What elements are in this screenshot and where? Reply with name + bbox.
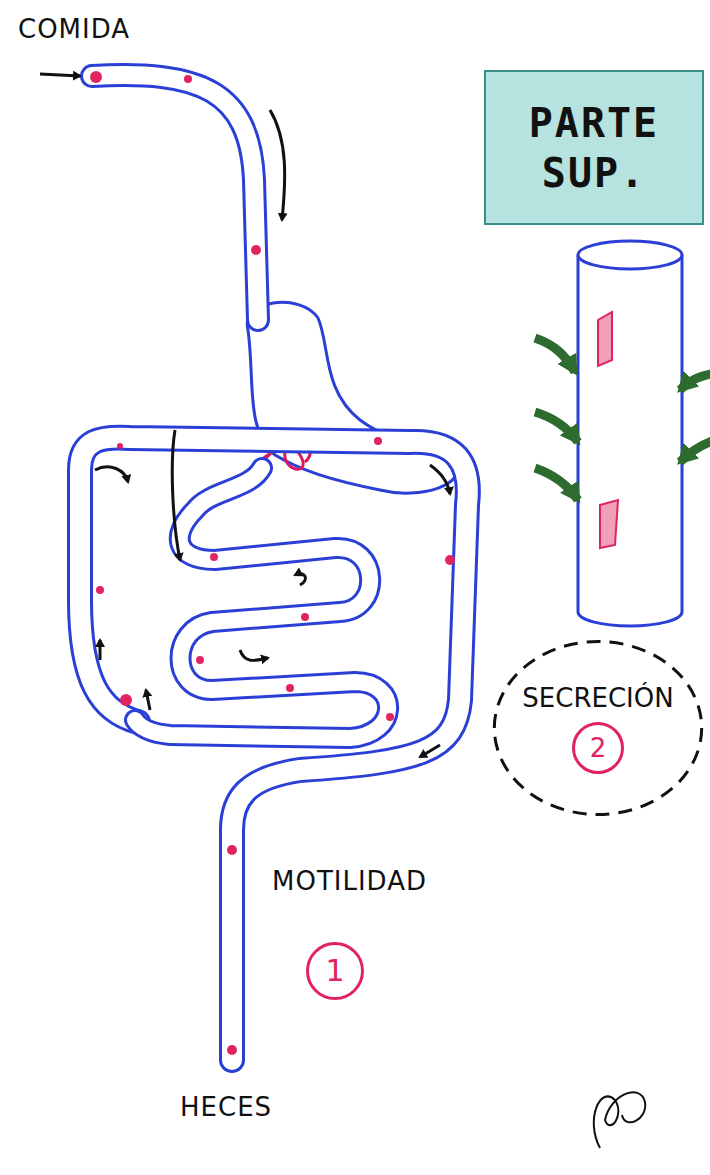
function-label: SECRECIÓN (522, 682, 673, 715)
callout-number: 2 (590, 732, 607, 765)
secretion-tube (535, 241, 710, 626)
signature (594, 1092, 645, 1148)
gut-tube (80, 75, 468, 1060)
motion-arrows (40, 74, 450, 757)
stomach (247, 302, 457, 493)
output-label: HECES (180, 1092, 272, 1122)
process-label: MOTILIDAD (272, 866, 427, 896)
callout-number: 1 (306, 942, 364, 1000)
section-box: PARTE SUP. (484, 70, 704, 225)
input-label: COMIDA (18, 14, 130, 44)
callout-number: 2 (572, 722, 624, 774)
section-title: PARTE SUP. (498, 98, 690, 198)
callout-number: 1 (325, 952, 344, 990)
dashed-ellipse: SECRECIÓN 2 (490, 636, 706, 820)
food-dots (90, 71, 455, 1055)
